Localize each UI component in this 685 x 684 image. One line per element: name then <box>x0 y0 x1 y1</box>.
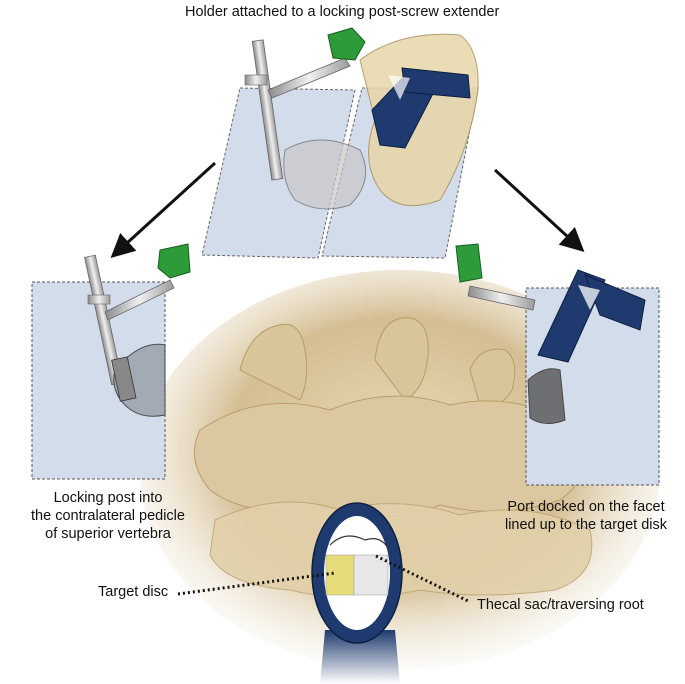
target-disc-leader <box>177 571 336 596</box>
target-disc-label: Target disc <box>98 584 169 600</box>
left-caption-line1: Locking post into <box>53 490 163 506</box>
left-panel-illustration <box>31 243 191 480</box>
right-caption: Port docked on the facet lined up to the… <box>488 498 684 534</box>
right-holder-knob-icon <box>455 243 483 283</box>
right-caption-line1: Port docked on the facet <box>507 499 665 515</box>
arrow-left <box>110 161 217 259</box>
left-caption: Locking post into the contralateral pedi… <box>10 489 206 543</box>
right-caption-line2: lined up to the target disk <box>504 517 668 533</box>
left-caption-line3: of superior vertebra <box>45 526 171 542</box>
left-caption-line2: the contralateral pedicle <box>31 508 185 524</box>
left-holder-knob-icon <box>157 243 191 279</box>
top-panel-illustration <box>201 27 479 259</box>
right-panel-illustration <box>455 243 660 486</box>
top-caption: Holder attached to a locking post-screw … <box>185 4 500 20</box>
thecal-sac-label: Thecal sac/traversing root <box>477 597 644 613</box>
arrow-right <box>493 168 585 253</box>
target-disc-region <box>325 554 355 596</box>
holder-knob-icon <box>327 27 366 61</box>
port-view <box>311 502 403 684</box>
thecal-sac-region <box>353 554 389 596</box>
